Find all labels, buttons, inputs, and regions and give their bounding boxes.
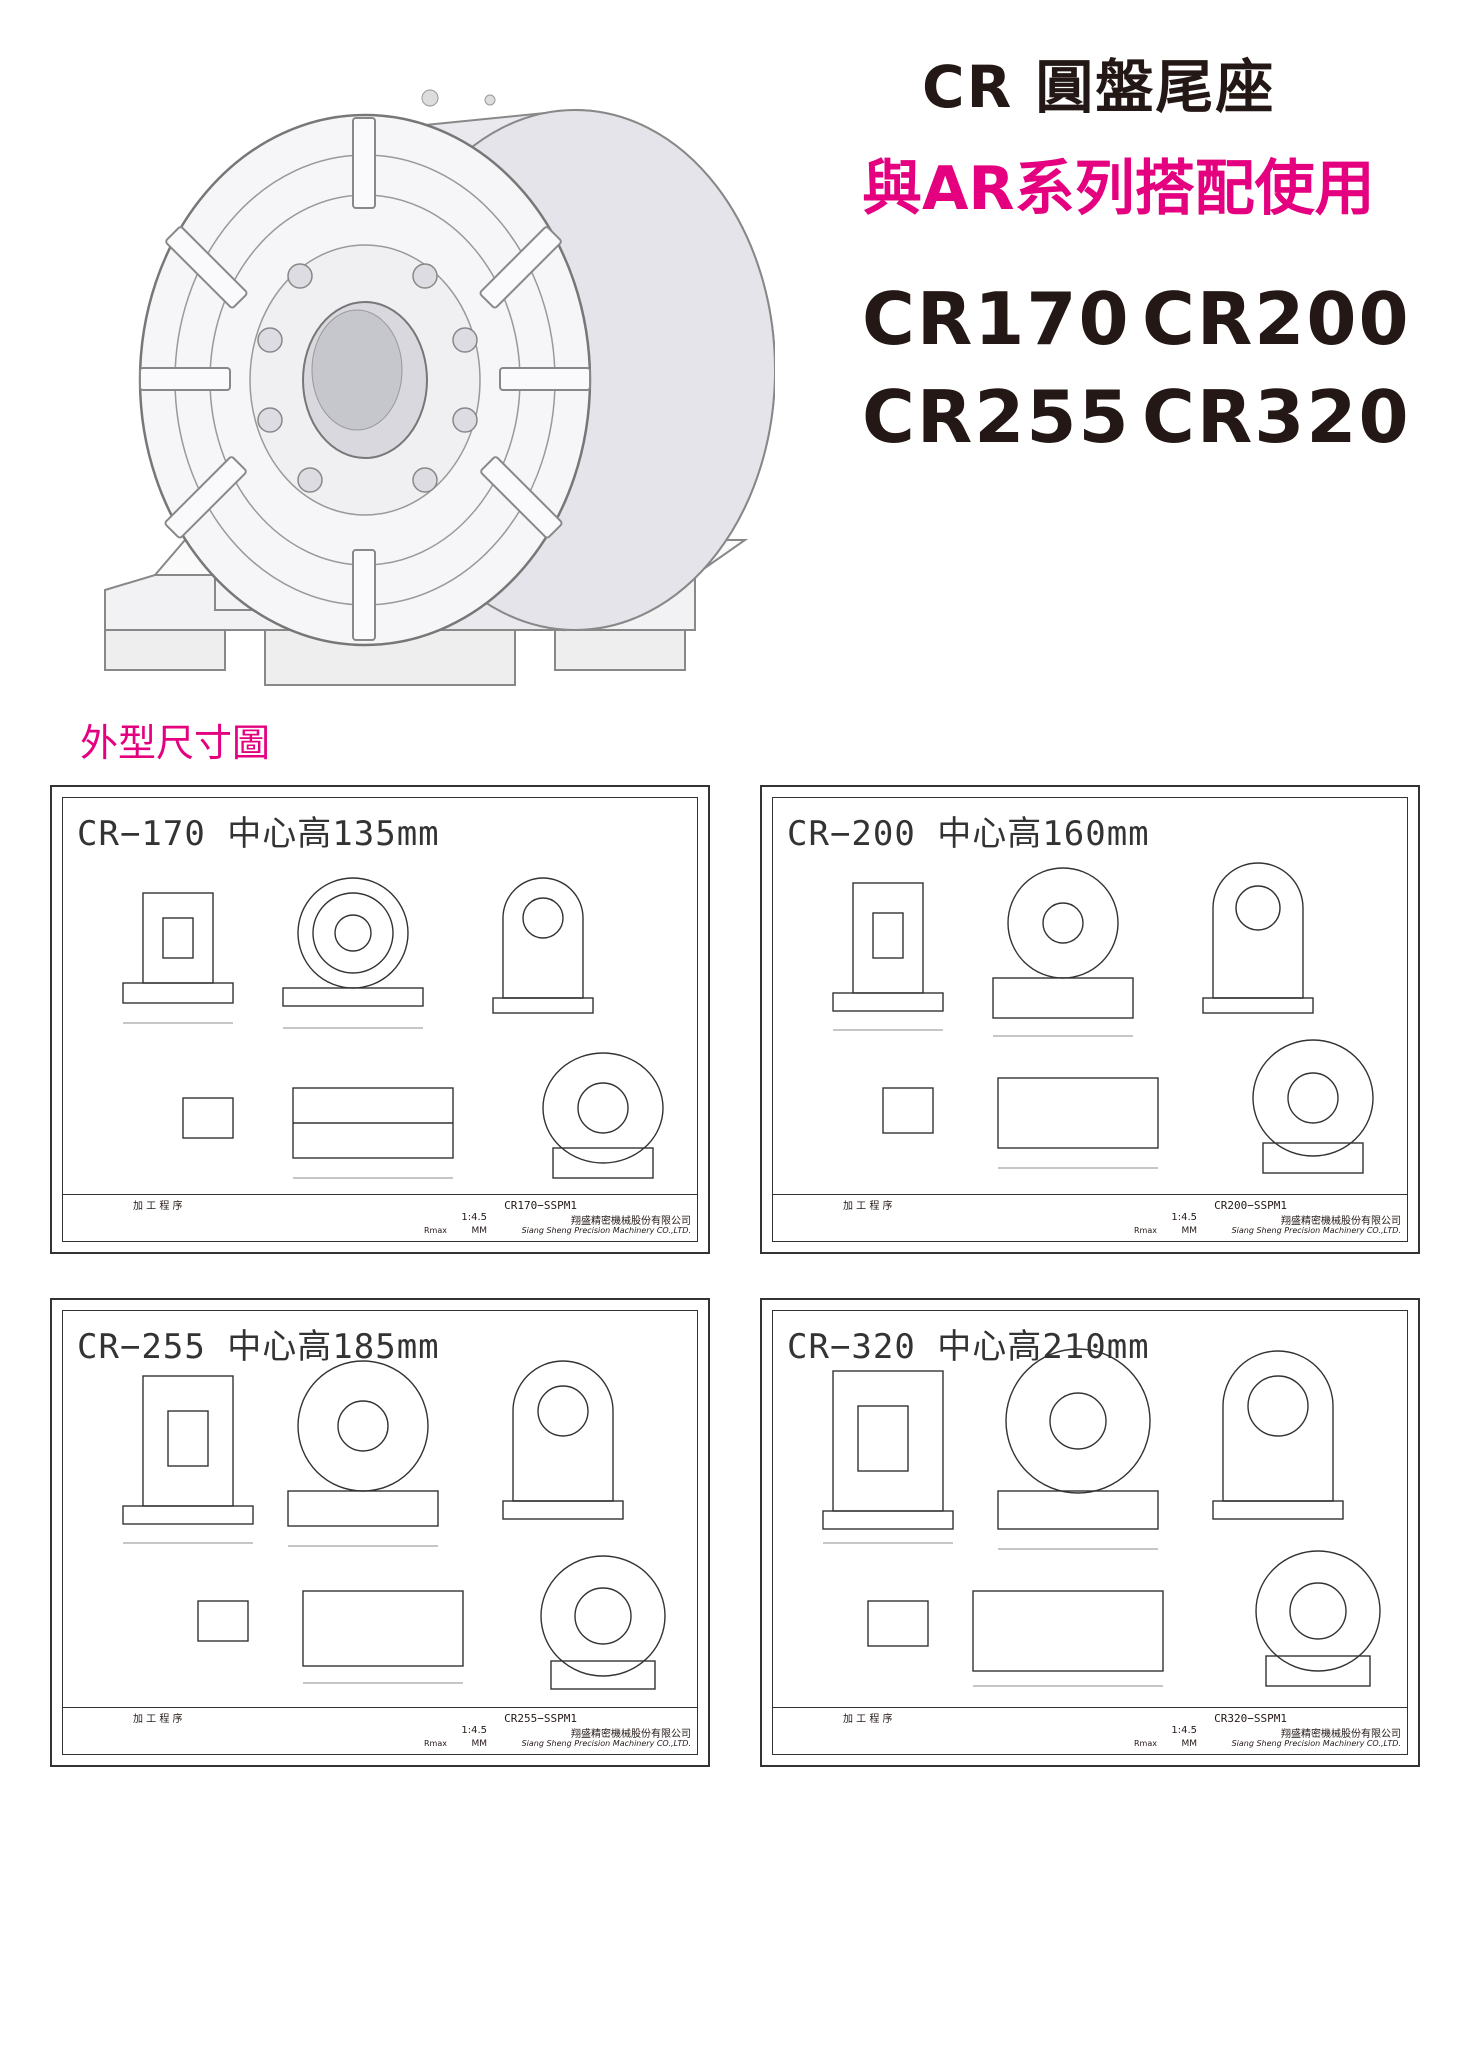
drawing-sheet-cr200: CR−200 中心高160mm 加 工 程 序 CR200−SSPM1 bbox=[760, 785, 1420, 1254]
drawing-sheet-cr320: CR−320 中心高210mm 加 工 程 序 CR320−SSPM1 bbox=[760, 1298, 1420, 1767]
drawing-unit: MM bbox=[471, 1739, 487, 1749]
drawing-code: CR255−SSPM1 bbox=[504, 1712, 577, 1725]
model-name: CR170 bbox=[862, 277, 1131, 361]
process-label: 加 工 程 序 bbox=[843, 1714, 893, 1725]
company-name-en: Siang Sheng Precision Machinery CO.,LTD. bbox=[521, 1739, 691, 1748]
drawing-title: CR−200 中心高160mm bbox=[787, 814, 1150, 854]
title-block: 加 工 程 序 CR255−SSPM1 1:4.5 MM Rmax 翔盛精密機械… bbox=[63, 1707, 697, 1754]
drawing-scale: 1:4.5 bbox=[1171, 1212, 1197, 1223]
drawing-sheet-cr255: CR−255 中心高185mm 加 工 程 序 CR255−SSPM1 bbox=[50, 1298, 710, 1767]
drawing-scale: 1:4.5 bbox=[1171, 1725, 1197, 1736]
drawing-sheet-cr170: CR−170 中心高135mm 加 工 程 序 CR170−SSPM1 bbox=[50, 785, 710, 1254]
drawing-code: CR200−SSPM1 bbox=[1214, 1199, 1287, 1212]
tailstock-product-illustration bbox=[104, 89, 775, 686]
drawing-code: CR170−SSPM1 bbox=[504, 1199, 577, 1212]
process-label: 加 工 程 序 bbox=[133, 1201, 183, 1212]
drawing-title: CR−170 中心高135mm bbox=[77, 814, 440, 854]
surface-rmax: Rmax bbox=[1134, 1226, 1157, 1235]
engineering-drawing bbox=[822, 1348, 1381, 1687]
company-name-en: Siang Sheng Precision Machinery CO.,LTD. bbox=[521, 1226, 691, 1235]
drawing-frame: CR−320 中心高210mm 加 工 程 序 CR320−SSPM1 bbox=[772, 1310, 1408, 1755]
drawing-frame: CR−200 中心高160mm 加 工 程 序 CR200−SSPM1 bbox=[772, 797, 1408, 1242]
drawing-title: CR−255 中心高185mm bbox=[77, 1327, 440, 1367]
title-block: 加 工 程 序 CR200−SSPM1 1:4.5 MM Rmax 翔盛精密機械… bbox=[773, 1194, 1407, 1241]
process-label: 加 工 程 序 bbox=[843, 1201, 893, 1212]
company-name-en: Siang Sheng Precision Machinery CO.,LTD. bbox=[1231, 1739, 1401, 1748]
drawing-frame: CR−170 中心高135mm 加 工 程 序 CR170−SSPM1 bbox=[62, 797, 698, 1242]
title-block: 加 工 程 序 CR170−SSPM1 1:4.5 MM Rmax 翔盛精密機械… bbox=[63, 1194, 697, 1241]
company-name: 翔盛精密機械股份有限公司 bbox=[571, 1216, 691, 1227]
company-name: 翔盛精密機械股份有限公司 bbox=[1281, 1729, 1401, 1740]
drawing-frame: CR−255 中心高185mm 加 工 程 序 CR255−SSPM1 bbox=[62, 1310, 698, 1755]
engineering-drawing bbox=[122, 877, 664, 1179]
company-name: 翔盛精密機械股份有限公司 bbox=[571, 1729, 691, 1740]
drawing-code: CR320−SSPM1 bbox=[1214, 1712, 1287, 1725]
model-name: CR255 bbox=[862, 375, 1131, 459]
section-label-dimensions: 外型尺寸圖 bbox=[80, 721, 271, 765]
drawing-unit: MM bbox=[1181, 1226, 1197, 1236]
drawing-unit: MM bbox=[1181, 1739, 1197, 1749]
drawing-unit: MM bbox=[471, 1226, 487, 1236]
company-name-en: Siang Sheng Precision Machinery CO.,LTD. bbox=[1231, 1226, 1401, 1235]
process-label: 加 工 程 序 bbox=[133, 1714, 183, 1725]
page-subtitle: 與AR系列搭配使用 bbox=[862, 154, 1375, 224]
drawing-title: CR−320 中心高210mm bbox=[787, 1327, 1150, 1367]
company-name: 翔盛精密機械股份有限公司 bbox=[1281, 1216, 1401, 1227]
drawing-scale: 1:4.5 bbox=[461, 1212, 487, 1223]
engineering-drawing bbox=[122, 1360, 666, 1690]
model-name: CR200 bbox=[1142, 277, 1411, 361]
engineering-drawing bbox=[832, 862, 1374, 1174]
page-title: CR 圓盤尾座 bbox=[922, 53, 1276, 121]
surface-rmax: Rmax bbox=[424, 1226, 447, 1235]
model-name: CR320 bbox=[1142, 375, 1411, 459]
surface-rmax: Rmax bbox=[424, 1739, 447, 1748]
title-block: 加 工 程 序 CR320−SSPM1 1:4.5 MM Rmax 翔盛精密機械… bbox=[773, 1707, 1407, 1754]
drawing-scale: 1:4.5 bbox=[461, 1725, 487, 1736]
surface-rmax: Rmax bbox=[1134, 1739, 1157, 1748]
